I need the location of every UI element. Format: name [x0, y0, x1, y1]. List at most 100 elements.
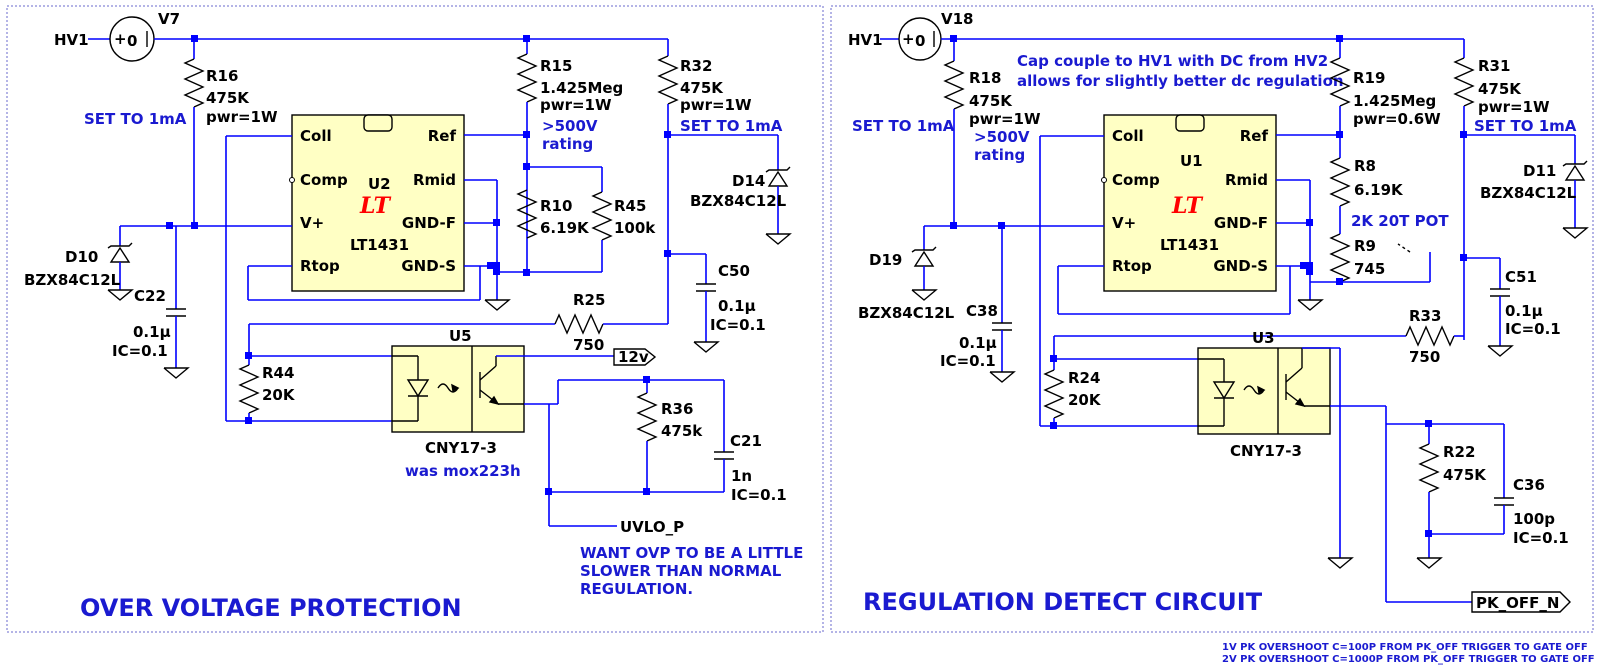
svg-text:+: +: [114, 30, 127, 48]
right-title: REGULATION DETECT CIRCUIT: [863, 588, 1263, 616]
d14-zener: [765, 166, 791, 187]
footer-note-1: 1V PK OVERSHOOT C=100P FROM PK_OFF TRIGG…: [1222, 642, 1588, 653]
cap-note-1: Cap couple to HV1 with DC from HV2: [1017, 52, 1328, 70]
r19-resistor: [1329, 57, 1351, 107]
rating-note-left-2: rating: [542, 135, 593, 153]
u1-pin-rmid: Rmid: [1225, 171, 1268, 189]
r16-pwr: pwr=1W: [206, 108, 278, 126]
c22-ic: IC=0.1: [112, 342, 168, 360]
r33-resistor: [1405, 325, 1455, 347]
c50-value: 0.1μ: [718, 297, 756, 315]
r24-value: 20K: [1068, 391, 1102, 409]
set-note2-right: SET TO 1mA: [1474, 117, 1577, 135]
r36-ref: R36: [661, 400, 693, 418]
r22-resistor: [1418, 443, 1440, 493]
r25-resistor: [554, 313, 604, 335]
c22-ground: [163, 367, 190, 379]
d19-part: BZX84C12L: [858, 304, 955, 322]
r44-value: 20K: [262, 386, 296, 404]
ovp-note-1: WANT OVP TO BE A LITTLE: [580, 544, 803, 562]
r25-value: 750: [573, 336, 604, 354]
rating-note-right-1: >500V: [974, 128, 1030, 146]
r10-ref: R10: [540, 197, 572, 215]
u2-pin-gndf: GND-F: [402, 214, 456, 232]
u1-pin-coll: Coll: [1112, 127, 1144, 145]
r9-ref: R9: [1354, 237, 1376, 255]
u5-ref: U5: [449, 327, 472, 345]
c51-ic: IC=0.1: [1505, 320, 1561, 338]
u5-note: was mox223h: [405, 462, 521, 480]
d10-ref: D10: [65, 248, 98, 266]
rating-note-right-2: rating: [974, 146, 1025, 164]
pot-note: 2K 20T POT: [1351, 212, 1449, 230]
c21-ref: C21: [730, 432, 762, 450]
hv1-label: HV1: [54, 31, 89, 49]
net-12v-label: 12v: [618, 348, 649, 366]
d19-zener: [911, 246, 937, 267]
u1-pin-ref: Ref: [1240, 127, 1269, 145]
r19-value: 1.425Meg: [1353, 92, 1436, 110]
v7-value: 0: [127, 32, 137, 50]
net-pk-label: PK_OFF_N: [1476, 594, 1559, 612]
u1-pin-vplus: V+: [1112, 214, 1136, 232]
u1-chip: [1103, 114, 1277, 292]
footer-note-2: 2V PK OVERSHOOT C=1000P FROM PK_OFF TRIG…: [1222, 654, 1595, 665]
r18-resistor: [943, 60, 965, 110]
u3-part: CNY17-3: [1230, 442, 1302, 460]
rating-note-left-1: >500V: [542, 117, 598, 135]
u1-ground: [1297, 299, 1324, 311]
u1-pin-comp: Comp: [1112, 171, 1160, 189]
net-uvlo-label: UVLO_P: [620, 518, 684, 536]
set-note-right: SET TO 1mA: [852, 117, 955, 135]
cap-note-2: allows for slightly better dc regulation: [1017, 72, 1344, 90]
u5-part: CNY17-3: [425, 439, 497, 457]
r32-ref: R32: [680, 57, 712, 75]
r19-ref: R19: [1353, 69, 1385, 87]
light-arrow-icon: [437, 383, 459, 393]
c50-ref: C50: [718, 262, 750, 280]
c38-ground: [989, 371, 1016, 383]
r25-ref: R25: [573, 291, 605, 309]
r32-pwr: pwr=1W: [680, 96, 752, 114]
r8-resistor: [1329, 157, 1351, 207]
r9-value: 745: [1354, 260, 1385, 278]
d14-part: BZX84C12L: [690, 192, 787, 210]
r44-resistor: [238, 364, 260, 414]
c21-value: 1n: [731, 467, 752, 485]
u2-pin-vplus: V+: [300, 214, 324, 232]
u2-pin-comp: Comp: [300, 171, 348, 189]
r22-value: 475K: [1443, 466, 1487, 484]
u2-pin-rtop: Rtop: [300, 257, 340, 275]
u1-pin-gndf: GND-F: [1214, 214, 1268, 232]
r15-pwr: pwr=1W: [540, 96, 612, 114]
r32-value: 475K: [680, 79, 724, 97]
r24-ref: R24: [1068, 369, 1100, 387]
r15-ref: R15: [540, 57, 572, 75]
c36-ic: IC=0.1: [1513, 529, 1569, 547]
r22-ref: R22: [1443, 443, 1475, 461]
c38-ref: C38: [966, 302, 998, 320]
r33-value: 750: [1409, 348, 1440, 366]
r24-resistor: [1043, 369, 1065, 419]
u1-ref: U1: [1180, 152, 1203, 170]
right-frame: [830, 5, 1594, 633]
lt-logo-icon: LT: [359, 193, 392, 219]
c51-value: 0.1μ: [1505, 302, 1543, 320]
r16-value: 475K: [206, 89, 250, 107]
r15-value: 1.425Meg: [540, 79, 623, 97]
r31-value: 475K: [1478, 80, 1522, 98]
u2-pin-ref: Ref: [428, 127, 457, 145]
r10-resistor: [516, 189, 538, 239]
c22-ref: C22: [134, 287, 166, 305]
u2-part: LT1431: [350, 236, 409, 254]
d10-zener: [107, 242, 133, 263]
c36-value: 100p: [1513, 510, 1555, 528]
r45-value: 100k: [614, 219, 656, 237]
r16-ref: R16: [206, 67, 238, 85]
c21-ic: IC=0.1: [731, 486, 787, 504]
u2-pin-rmid: Rmid: [413, 171, 456, 189]
hv1-label-right: HV1: [848, 31, 883, 49]
set-note-left: SET TO 1mA: [84, 110, 187, 128]
r18-value: 475K: [969, 92, 1013, 110]
